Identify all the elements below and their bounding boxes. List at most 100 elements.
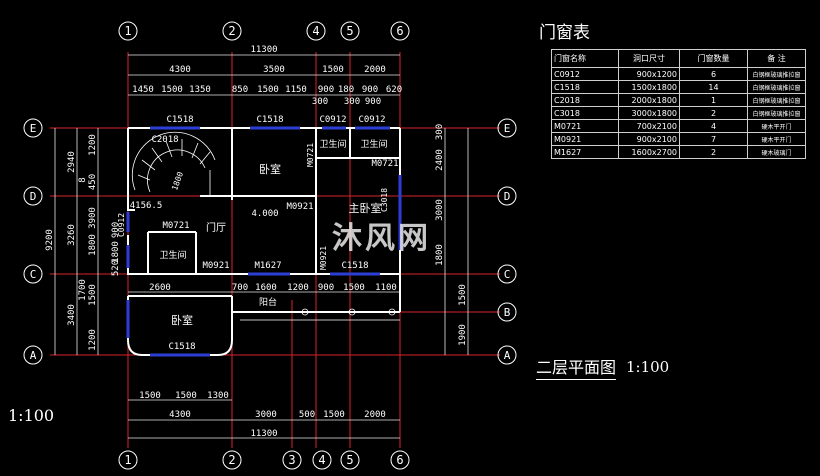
table-cell-size: 1500x1800 <box>618 80 680 94</box>
axis-bottom-6: 6 <box>396 453 403 467</box>
label-c0912-c: C0912 <box>117 213 126 237</box>
room-bath-2: 卫生间 <box>360 138 387 150</box>
table-cell-qty: 6 <box>679 67 748 81</box>
dim-bot-r2-3: 1500 <box>323 410 345 420</box>
label-c3018: C3018 <box>380 188 389 212</box>
dim-left-p0: 2940 <box>67 151 77 173</box>
table-cell-qty: 7 <box>679 132 748 146</box>
dim-left-i0: 1200 <box>88 134 98 156</box>
dim-mid-6: 1100 <box>375 283 397 293</box>
room-bath-1: 卫生间 <box>319 138 346 150</box>
axis-top-2: 2 <box>228 24 235 38</box>
table-cell-note: 白钢框玻璃推拉窗 <box>747 80 806 94</box>
axis-right-B: B <box>504 306 511 319</box>
table-cell-note: 硬木平开门 <box>747 132 806 146</box>
dim-left-p1: 3260 <box>67 224 77 246</box>
table-cell-qty: 14 <box>679 80 748 94</box>
table-cell-size: 700x2100 <box>618 119 680 133</box>
table-cell-note: 硬木玻璃门 <box>747 145 806 159</box>
dim-top-2000: 2000 <box>364 65 386 75</box>
axis-bottom-4: 4 <box>318 453 325 467</box>
dim-row2-1: 1500 <box>161 85 183 95</box>
dim-left-i7: 1200 <box>88 329 98 351</box>
dim-top-3500: 3500 <box>263 65 285 75</box>
dim-right-1: 3000 <box>435 199 445 221</box>
plan-scale: 1:100 <box>626 358 670 376</box>
axis-right-E: E <box>504 122 511 135</box>
room-bedroom-1: 卧室 <box>259 162 281 176</box>
axis-bubbles-top <box>118 21 410 41</box>
dim-mid-2: 1600 <box>255 283 277 293</box>
table-cell-note: 白钢框玻璃推拉窗 <box>747 67 806 81</box>
dim-left-i8: 900 <box>111 222 121 238</box>
label-m0921-b: M0921 <box>202 261 229 271</box>
table-cell-size: 900x2100 <box>618 132 680 146</box>
table-cell-name: C2018 <box>551 93 619 107</box>
dim-row2-8: 900 <box>362 85 378 95</box>
room-master-bedroom: 主卧室 <box>349 201 382 215</box>
table-cell-name: M0721 <box>551 119 619 133</box>
dim-row2-4: 1500 <box>257 85 279 95</box>
table-cell-name: C3018 <box>551 106 619 120</box>
dim-row3-2: 900 <box>365 97 381 107</box>
dim-row2-3: 850 <box>232 85 248 95</box>
label-c1518-d: C1518 <box>168 342 195 352</box>
axis-top-6: 6 <box>396 24 403 38</box>
table-cell-qty: 2 <box>679 106 748 120</box>
dim-left-i4: 1800 <box>111 241 121 263</box>
dim-row3-1: 300 <box>344 97 360 107</box>
dim-row2-0: 1450 <box>132 85 154 95</box>
dim-left-i2: 3900 <box>88 207 98 229</box>
dim-left-i3: 1800 <box>88 234 98 256</box>
room-bath-3: 卫生间 <box>159 249 186 261</box>
dim-top-1500: 1500 <box>322 65 344 75</box>
axis-bottom-2: 2 <box>228 453 235 467</box>
table-cell-note: 白钢框玻璃推拉窗 <box>747 93 806 107</box>
dim-right-4: 1900 <box>458 324 468 346</box>
label-elev: 4.000 <box>251 209 278 219</box>
axis-bottom-3: 3 <box>288 453 295 467</box>
dim-row2-2: 1350 <box>189 85 211 95</box>
label-m0921-c: M0921 <box>319 246 328 270</box>
room-hall: 门厅 <box>206 221 226 234</box>
dim-top-total: 11300 <box>250 45 277 55</box>
table-cell-qty: 2 <box>679 145 748 159</box>
label-c1518-a: C1518 <box>166 115 193 125</box>
plan-title: 二层平面图 <box>536 354 617 380</box>
watermark-text: 沐风网 <box>332 221 431 256</box>
dim-bot-total: 11300 <box>250 429 277 439</box>
dim-top-4300: 4300 <box>169 65 191 75</box>
header-note: 备 注 <box>747 49 806 68</box>
label-m1627: M1627 <box>254 261 281 271</box>
table-cell-name: C1518 <box>551 80 619 94</box>
table-cell-size: 3000x1800 <box>618 106 680 120</box>
header-name: 门窗名称 <box>551 49 619 68</box>
room-bedroom-2: 卧室 <box>171 313 193 327</box>
room-balcony: 阳台 <box>259 296 277 308</box>
table-cell-qty: 4 <box>679 119 748 133</box>
axis-top-4: 4 <box>312 24 319 38</box>
label-c0912-a: C0912 <box>319 115 346 125</box>
table-cell-name: C0912 <box>551 67 619 81</box>
table-cell-qty: 1 <box>679 93 748 107</box>
dim-mid-4: 900 <box>318 283 334 293</box>
axis-left-A: A <box>30 349 37 362</box>
table-cell-size: 2000x1800 <box>618 93 680 107</box>
dim-left-i6: 1500 <box>88 284 98 306</box>
label-m0721-a: M0721 <box>306 143 315 167</box>
axis-right-D: D <box>504 190 511 203</box>
dim-bot-r2-1: 3000 <box>255 410 277 420</box>
dim-left-p2: 3400 <box>67 304 77 326</box>
balcony-rail <box>240 308 400 321</box>
axis-top-5: 5 <box>346 24 353 38</box>
windows <box>126 126 402 357</box>
dim-bot-r2-0: 4300 <box>169 410 191 420</box>
label-stair-note: 1800 <box>170 170 185 191</box>
